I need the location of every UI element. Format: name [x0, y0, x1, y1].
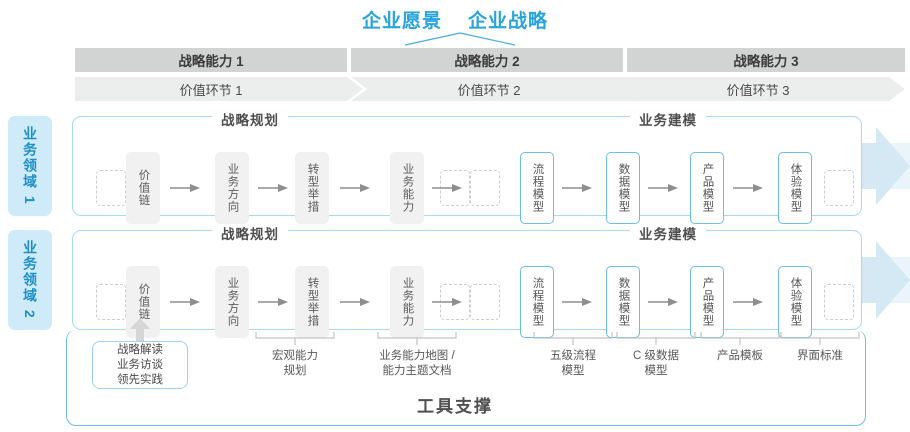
enterprise-strategy-title: 企业战略	[468, 11, 549, 32]
annotation-label-3: 五级流程模型	[550, 350, 596, 377]
flow-arrow-icon	[170, 184, 200, 192]
domain-row-2	[72, 230, 862, 330]
tool-support-container	[66, 330, 866, 426]
page-title: 企业愿景 企业战略	[0, 6, 910, 33]
flow-arrow-icon	[733, 184, 763, 192]
section-caption-modeling-2: 业务建模	[630, 223, 706, 243]
value-segment-1: 价值环节 1	[75, 77, 363, 101]
flow-node-1-8[interactable]: 体验模型	[778, 152, 812, 224]
annotation-label-1: 宏观能力规划	[272, 350, 318, 377]
section-caption-modeling-1: 业务建模	[630, 109, 706, 129]
flow-arrow-icon	[562, 184, 592, 192]
annotation-label-5: 产品模板	[717, 350, 763, 362]
annotation-brace-3	[533, 332, 613, 345]
flow-arrow-icon	[432, 298, 462, 306]
flow-arrow-icon	[340, 298, 370, 306]
section-caption-planning-1: 战略规划	[212, 109, 288, 129]
flow-node-1-7[interactable]: 产品模型	[690, 152, 724, 224]
capability-bar-2: 战略能力 2	[351, 48, 623, 72]
strategic-capability-bars: 战略能力 1 战略能力 2 战略能力 3	[75, 48, 905, 72]
annotation-intake-box: 战略解读业务访谈领先实践	[92, 341, 188, 389]
flow-arrow-icon	[648, 298, 678, 306]
flow-node-label: 产品模型	[701, 163, 714, 213]
flow-node-label: 业务能力	[401, 163, 414, 213]
flow-node-label: 体验模型	[789, 163, 802, 213]
flow-arrow-icon	[170, 298, 200, 306]
title-peak-connector	[405, 32, 515, 46]
flow-arrow-icon	[258, 184, 288, 192]
flow-node-2-8[interactable]: 体验模型	[778, 266, 812, 338]
flow-placeholder-1-1	[96, 170, 126, 206]
flow-band-arrow-row-1	[858, 127, 910, 205]
business-domain-tag-2: 业务领域 2	[8, 230, 52, 330]
flow-node-label: 产品模型	[701, 277, 714, 327]
flow-placeholder-1-4	[824, 170, 854, 206]
annotation-brace-2	[377, 332, 457, 345]
flow-node-label: 流程模型	[531, 277, 544, 327]
flow-node-2-7[interactable]: 产品模型	[690, 266, 724, 338]
flow-node-label: 业务能力	[401, 277, 414, 327]
flow-placeholder-2-3	[470, 284, 500, 320]
flow-placeholder-2-1	[96, 284, 126, 320]
flow-node-label: 价值链	[137, 169, 150, 207]
flow-band-arrow-row-2	[858, 241, 910, 319]
flow-node-label: 价值链	[137, 283, 150, 321]
flow-node-2-2[interactable]: 业务方向	[215, 266, 249, 338]
flow-arrow-icon	[432, 184, 462, 192]
flow-placeholder-1-3	[470, 170, 500, 206]
annotation-label-6: 界面标准	[797, 350, 843, 362]
flow-arrow-icon	[340, 184, 370, 192]
value-segment-2: 价值环节 2	[351, 77, 643, 101]
enterprise-vision-title: 企业愿景	[361, 11, 442, 32]
value-segment-3: 价值环节 3	[627, 77, 905, 101]
annotation-label-2: 业务能力地图 /能力主题文档	[379, 350, 455, 377]
annotation-brace-5	[700, 332, 780, 345]
flow-arrow-icon	[562, 298, 592, 306]
flow-node-2-3[interactable]: 转型举措	[295, 266, 329, 338]
flow-node-label: 业务方向	[226, 163, 239, 213]
flow-node-1-5[interactable]: 流程模型	[520, 152, 554, 224]
flow-node-1-1[interactable]: 价值链	[126, 152, 160, 224]
flow-node-2-4[interactable]: 业务能力	[390, 266, 424, 338]
flow-placeholder-2-4	[824, 284, 854, 320]
annotation-label-4: C 级数据模型	[633, 350, 679, 377]
flow-node-label: 数据模型	[617, 277, 630, 327]
flow-node-label: 业务方向	[226, 277, 239, 327]
flow-node-1-3[interactable]: 转型举措	[295, 152, 329, 224]
flow-node-1-4[interactable]: 业务能力	[390, 152, 424, 224]
flow-arrow-icon	[258, 298, 288, 306]
annotation-brace-1	[255, 332, 335, 345]
capability-bar-3: 战略能力 3	[627, 48, 905, 72]
tool-support-title: 工具支撑	[417, 397, 493, 416]
flow-node-2-6[interactable]: 数据模型	[606, 266, 640, 338]
flow-node-label: 转型举措	[306, 277, 319, 327]
flow-node-1-2[interactable]: 业务方向	[215, 152, 249, 224]
domain-row-1	[72, 116, 862, 216]
flow-arrow-icon	[648, 184, 678, 192]
section-caption-planning-2: 战略规划	[212, 223, 288, 243]
flow-node-1-6[interactable]: 数据模型	[606, 152, 640, 224]
flow-node-label: 体验模型	[789, 277, 802, 327]
flow-node-2-5[interactable]: 流程模型	[520, 266, 554, 338]
flow-arrow-icon	[733, 298, 763, 306]
flow-node-label: 数据模型	[617, 163, 630, 213]
flow-node-label: 流程模型	[531, 163, 544, 213]
business-domain-tag-1: 业务领域 1	[8, 116, 52, 216]
value-segment-bars: 价值环节 1 价值环节 2 价值环节 3	[75, 77, 905, 101]
flow-node-label: 转型举措	[306, 163, 319, 213]
annotation-intake-text: 战略解读业务访谈领先实践	[117, 343, 163, 386]
capability-bar-1: 战略能力 1	[75, 48, 347, 72]
annotation-brace-4	[616, 332, 696, 345]
